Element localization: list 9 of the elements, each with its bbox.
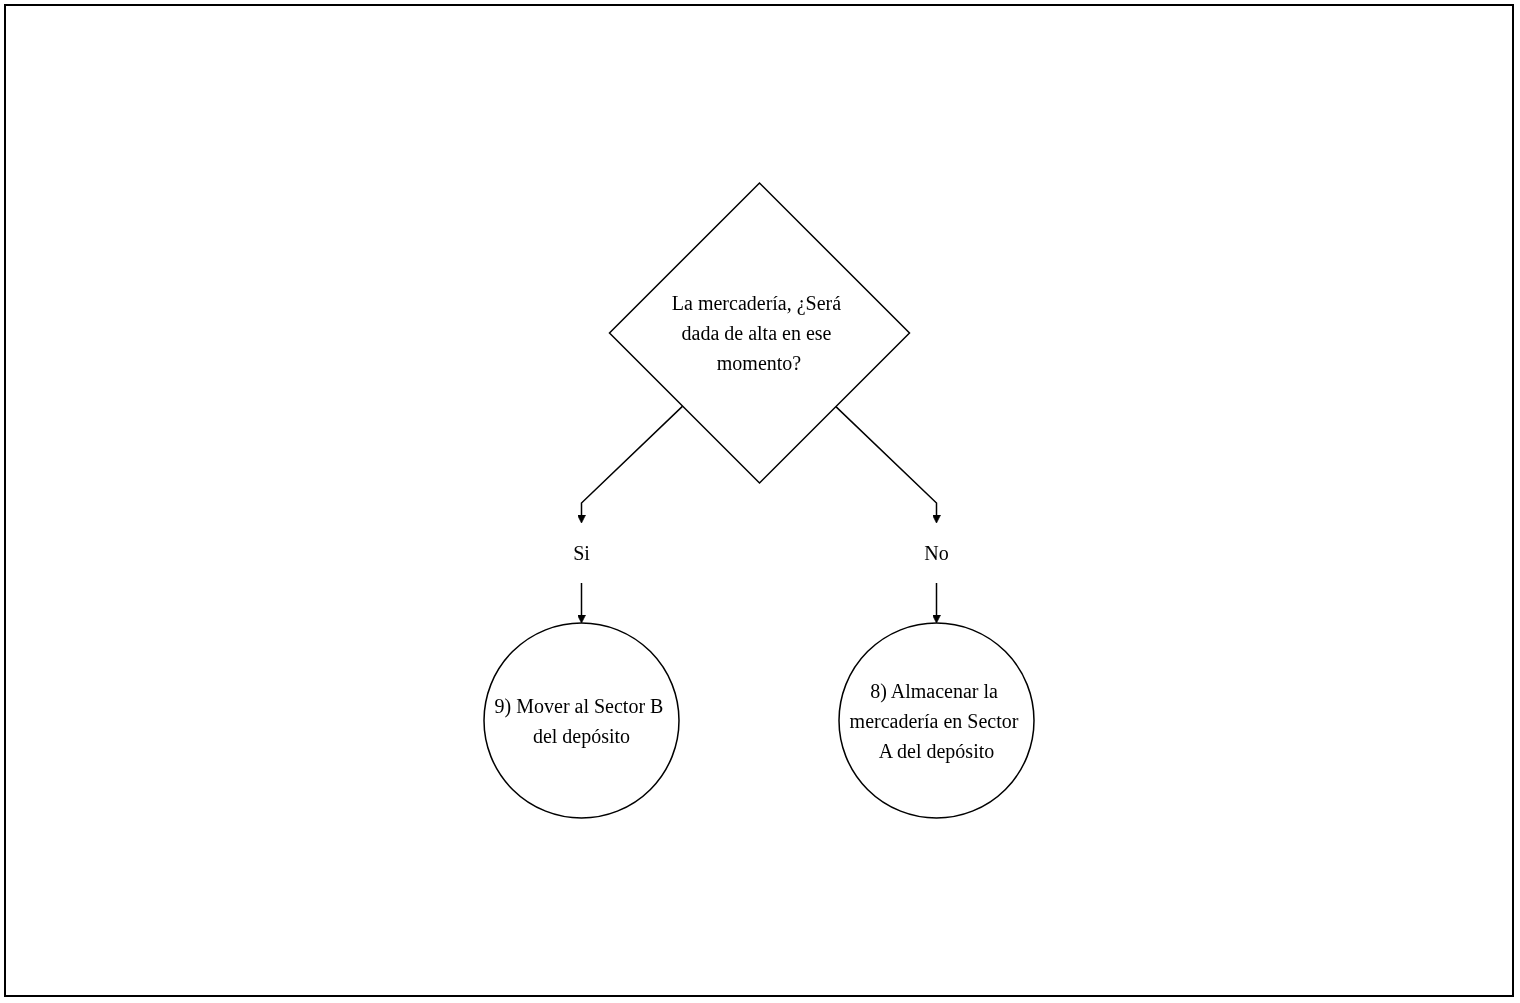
- arrow: [577, 405, 684, 524]
- node-circle: 9) Mover al Sector B del depósito: [483, 622, 680, 819]
- node-diamond: La mercadería, ¿Será dada de alta en ese momento?: [608, 181, 911, 485]
- node-circle: 8) Almacenar la mercadería en Sector A del depósito: [838, 622, 1035, 819]
- node-text: Si: [573, 542, 590, 564]
- arrow: [577, 582, 586, 624]
- node-text: No: [924, 542, 949, 564]
- arrow: [932, 582, 941, 624]
- arrow: [834, 405, 941, 524]
